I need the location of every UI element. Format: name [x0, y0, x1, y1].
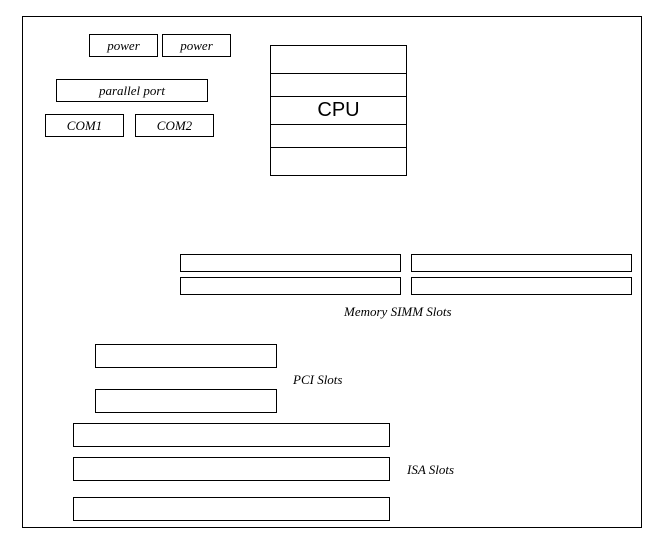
cpu-divider-3 [271, 124, 406, 125]
power-connector-2: power [162, 34, 231, 57]
memory-simm-slot-2 [411, 254, 632, 272]
com2-port-label: COM2 [156, 118, 193, 133]
com1-port: COM1 [45, 114, 124, 137]
power-connector-2-label: power [180, 38, 213, 53]
power-connector-1: power [89, 34, 158, 57]
cpu-divider-2 [271, 96, 406, 97]
isa-slot-2 [73, 457, 390, 481]
motherboard-outline [22, 16, 642, 528]
cpu-block: CPU [270, 45, 407, 176]
cpu-label: CPU [317, 99, 360, 121]
cpu-divider-1 [271, 73, 406, 74]
pci-slots-label: PCI Slots [293, 372, 343, 387]
memory-simm-slot-3 [180, 277, 401, 295]
parallel-port-label: parallel port [98, 83, 166, 98]
pci-slot-1 [95, 344, 277, 368]
parallel-port: parallel port [56, 79, 208, 102]
memory-simm-slot-4 [411, 277, 632, 295]
isa-slots-label: ISA Slots [407, 462, 455, 477]
com1-port-label: COM1 [66, 118, 103, 133]
memory-simm-slots-label: Memory SIMM Slots [344, 304, 452, 319]
isa-slot-1 [73, 423, 390, 447]
memory-simm-slot-1 [180, 254, 401, 272]
power-connector-1-label: power [107, 38, 140, 53]
pci-slot-2 [95, 389, 277, 413]
com2-port: COM2 [135, 114, 214, 137]
isa-slot-3 [73, 497, 390, 521]
cpu-divider-4 [271, 147, 406, 148]
